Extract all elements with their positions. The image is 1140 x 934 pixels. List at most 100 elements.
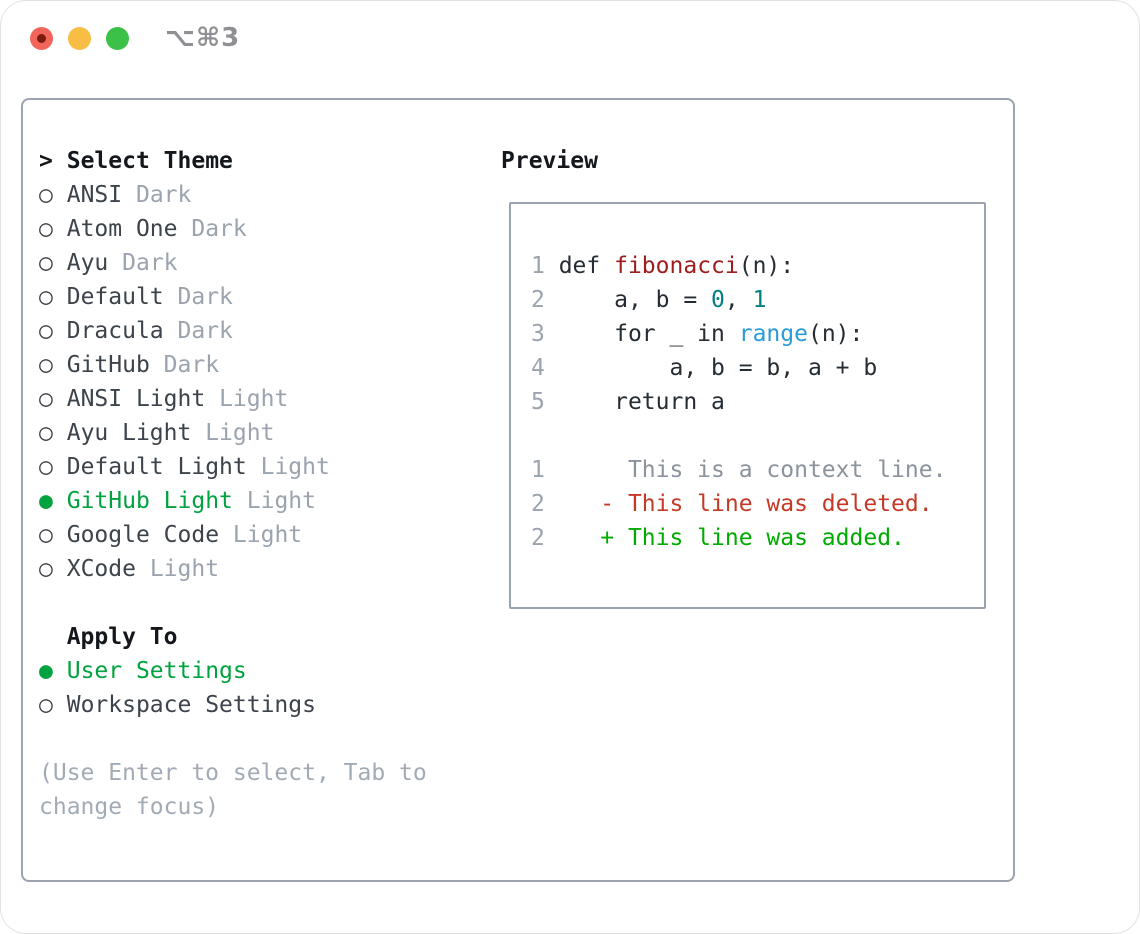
code-token: a, b = b, a + b	[544, 355, 878, 381]
line-number: 2	[531, 491, 545, 517]
theme-variant-tag: Dark	[191, 216, 247, 242]
radio-unselected-icon: ○	[39, 556, 53, 582]
code-token: + This line was added.	[544, 525, 905, 551]
window-title: ⌥⌘3	[165, 23, 241, 53]
theme-name: ANSI	[66, 182, 123, 208]
line-number: 3	[531, 321, 545, 347]
code-token: a, b =	[544, 287, 712, 313]
code-token: - This line was deleted.	[544, 491, 933, 517]
apply-to-header: Apply To	[39, 620, 330, 654]
theme-option-google-code[interactable]: ○ Google Code Light	[39, 518, 330, 552]
line-number: 1	[531, 457, 545, 483]
theme-variant-tag: Dark	[177, 318, 233, 344]
theme-option-default[interactable]: ○ Default Dark	[39, 280, 330, 314]
theme-name: GitHub	[66, 352, 150, 378]
theme-option-ayu[interactable]: ○ Ayu Dark	[39, 246, 330, 280]
theme-name: Default	[66, 284, 164, 310]
theme-variant-tag: Light	[232, 522, 303, 548]
focus-prompt-icon: >	[39, 148, 53, 174]
line-number: 1	[531, 253, 545, 279]
radio-unselected-icon: ○	[39, 284, 53, 310]
theme-name: Ayu	[66, 250, 109, 276]
zoom-button[interactable]	[106, 27, 129, 50]
code-token: def	[544, 253, 615, 279]
theme-option-ansi[interactable]: ○ ANSI Dark	[39, 178, 330, 212]
radio-unselected-icon: ○	[39, 522, 53, 548]
code-token: This is a context line.	[544, 457, 947, 483]
theme-option-github-light[interactable]: ● GitHub Light Light	[39, 484, 330, 518]
spacer-line	[39, 586, 330, 620]
theme-option-atom-one[interactable]: ○ Atom One Dark	[39, 212, 330, 246]
theme-picker-panel: > Select Theme○ ANSI Dark○ Atom One Dark…	[21, 98, 1015, 882]
code-token: ,	[724, 287, 753, 313]
theme-option-ayu-light[interactable]: ○ Ayu Light Light	[39, 416, 330, 450]
theme-option-dracula[interactable]: ○ Dracula Dark	[39, 314, 330, 348]
radio-unselected-icon: ○	[39, 692, 53, 718]
theme-list: > Select Theme○ ANSI Dark○ Atom One Dark…	[39, 144, 330, 722]
line-number: 5	[531, 389, 545, 415]
code-line: 1 def fibonacci(n):	[531, 249, 984, 283]
radio-selected-icon: ●	[39, 658, 53, 684]
radio-unselected-icon: ○	[39, 454, 53, 480]
select-theme-header: > Select Theme	[39, 144, 330, 178]
code-line: 5 return a	[531, 385, 984, 419]
theme-name: Dracula	[66, 318, 164, 344]
theme-variant-tag: Light	[149, 556, 220, 582]
theme-option-ansi-light[interactable]: ○ ANSI Light Light	[39, 382, 330, 416]
code-token: (n):	[738, 253, 795, 279]
theme-variant-tag: Light	[219, 386, 289, 412]
radio-unselected-icon: ○	[39, 420, 53, 446]
theme-variant-tag: Dark	[122, 250, 178, 276]
apply-to-title: Apply To	[66, 624, 178, 650]
line-number: 4	[531, 355, 545, 381]
radio-unselected-icon: ○	[39, 216, 53, 242]
code-token: (n):	[807, 321, 864, 347]
theme-variant-tag: Dark	[177, 284, 233, 310]
apply-option-name: Workspace Settings	[66, 692, 316, 718]
theme-variant-tag: Dark	[163, 352, 220, 378]
close-button[interactable]	[30, 27, 53, 50]
theme-option-xcode[interactable]: ○ XCode Light	[39, 552, 330, 586]
help-text: (Use Enter to select, Tab to change focu…	[39, 760, 427, 820]
apply-option-workspace-settings[interactable]: ○ Workspace Settings	[39, 688, 330, 722]
theme-name: Ayu Light	[66, 420, 192, 446]
radio-unselected-icon: ○	[39, 250, 53, 276]
theme-name: XCode	[66, 556, 136, 582]
theme-name: Atom One	[66, 216, 178, 242]
code-line: 4 a, b = b, a + b	[531, 351, 984, 385]
code-line: 3 for _ in range(n):	[531, 317, 984, 351]
minimize-button[interactable]	[68, 27, 91, 50]
theme-name: GitHub Light	[66, 488, 233, 514]
code-line	[531, 419, 984, 453]
theme-variant-tag: Dark	[135, 182, 192, 208]
theme-name: Google Code	[66, 522, 220, 548]
theme-option-default-light[interactable]: ○ Default Light Light	[39, 450, 330, 484]
title-bar: ⌥⌘3	[1, 1, 1139, 75]
radio-unselected-icon: ○	[39, 182, 53, 208]
apply-option-name: User Settings	[66, 658, 247, 684]
code-line: 1 This is a context line.	[531, 453, 984, 487]
code-token: fibonacci	[614, 253, 739, 279]
code-line: 2 a, b = 0, 1	[531, 283, 984, 317]
code-line: 2 - This line was deleted.	[531, 487, 984, 521]
line-number: 2	[531, 525, 545, 551]
select-theme-title: Select Theme	[66, 148, 233, 174]
apply-option-user-settings[interactable]: ● User Settings	[39, 654, 330, 688]
code-token: for _ in	[544, 321, 739, 347]
radio-unselected-icon: ○	[39, 352, 53, 378]
code-token: range	[738, 321, 808, 347]
theme-name: Default Light	[66, 454, 247, 480]
preview-header: Preview	[501, 148, 598, 174]
line-number: 2	[531, 287, 545, 313]
code-line: 2 + This line was added.	[531, 521, 984, 555]
theme-variant-tag: Light	[260, 454, 330, 480]
code-token: 0	[711, 287, 725, 313]
theme-option-github[interactable]: ○ GitHub Dark	[39, 348, 330, 382]
theme-name: ANSI Light	[66, 386, 206, 412]
radio-selected-icon: ●	[39, 488, 53, 514]
code-token: return a	[544, 389, 725, 415]
radio-unselected-icon: ○	[39, 318, 53, 344]
